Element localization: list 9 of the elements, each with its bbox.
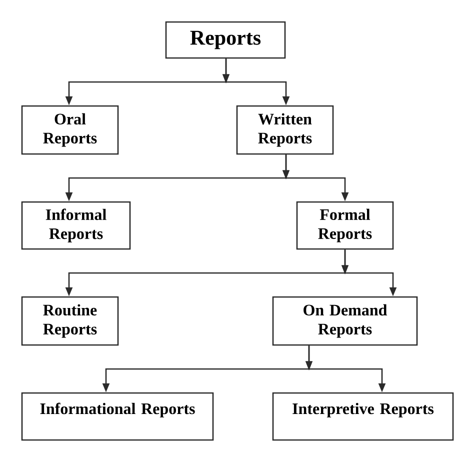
report-box: Routine Reports xyxy=(21,296,119,346)
report-box: On Demand Reports xyxy=(272,296,418,346)
report-box: Reports xyxy=(165,21,286,59)
report-box: Interpretive Reports xyxy=(272,392,454,441)
report-box: Oral Reports xyxy=(21,105,119,155)
report-box: Informational Reports xyxy=(21,392,214,441)
report-box: Formal Reports xyxy=(296,201,394,250)
report-box: Informal Reports xyxy=(21,201,131,250)
report-box: Written Reports xyxy=(236,105,334,155)
